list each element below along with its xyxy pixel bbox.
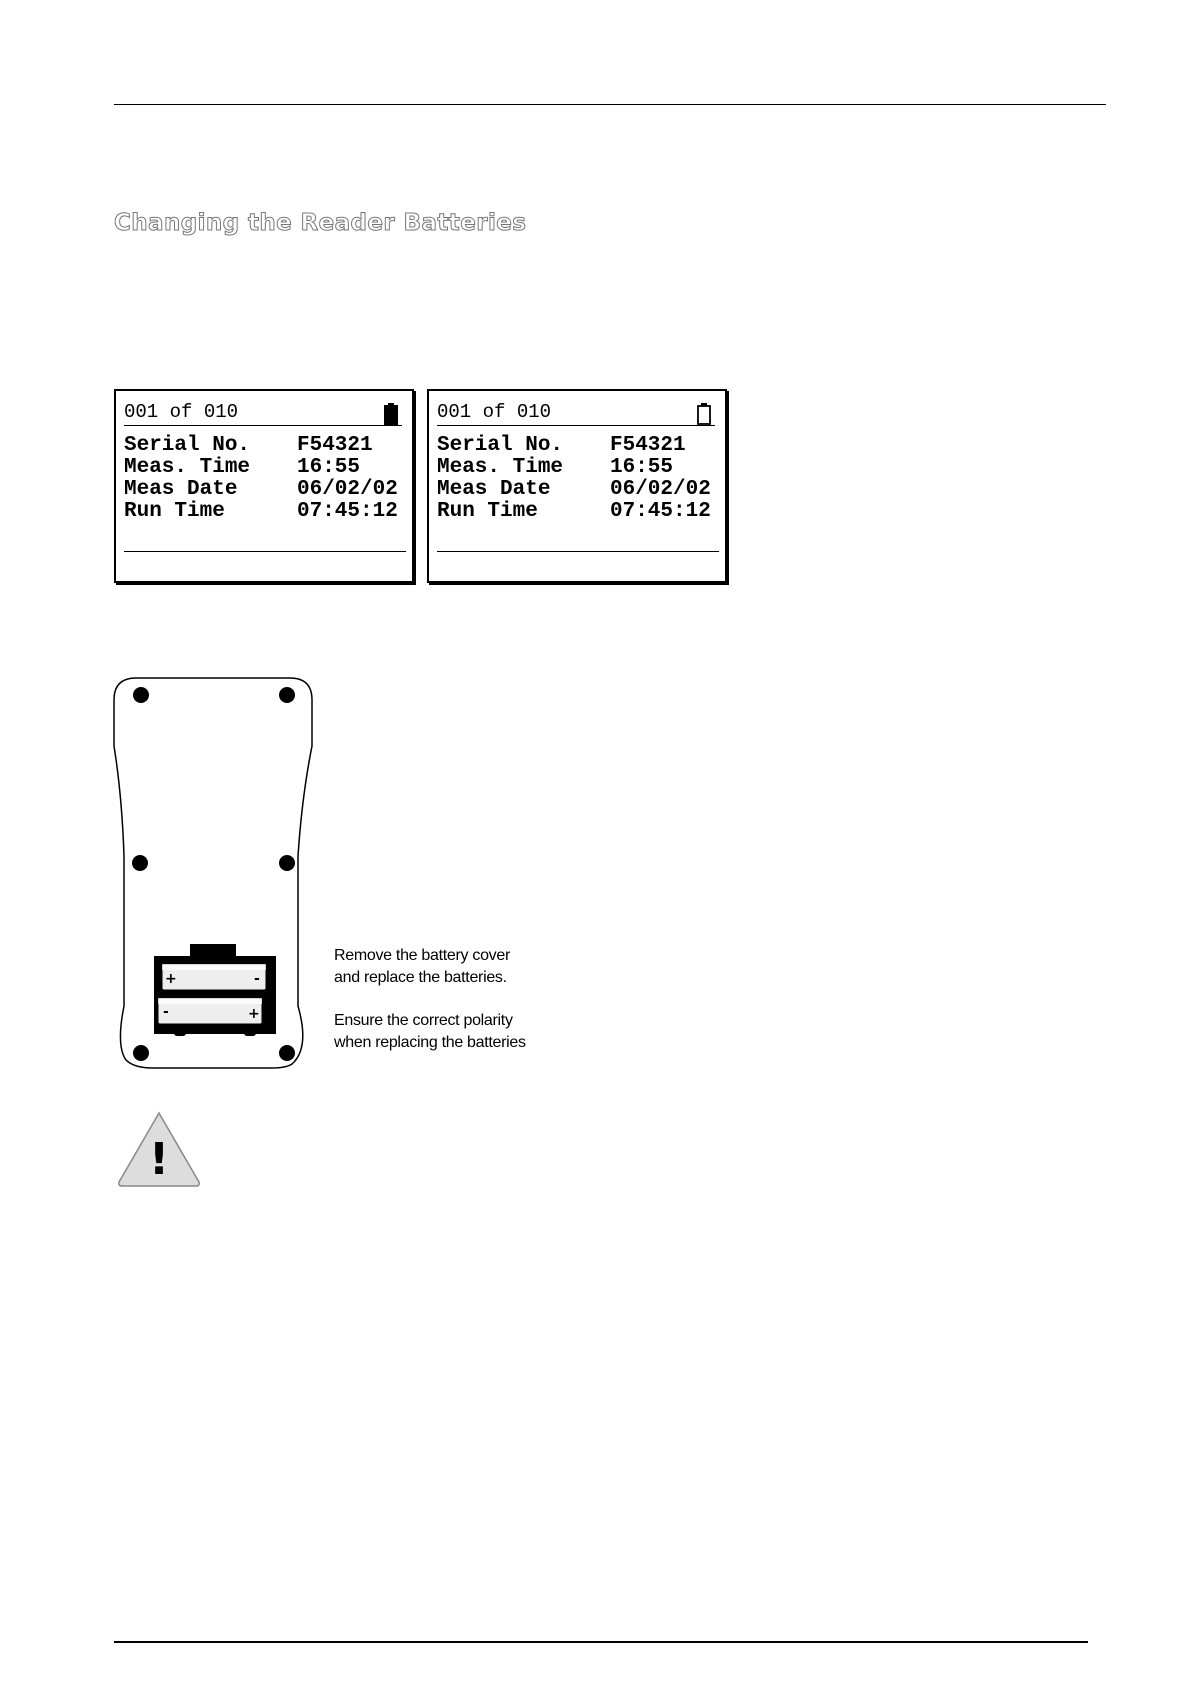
- record-counter: 001 of 010: [124, 401, 239, 423]
- row-label: Meas. Time: [124, 456, 251, 479]
- lcd-header: 001 of 010: [437, 399, 715, 426]
- lcd-data-rows: Serial No. F54321 Meas. Time 16:55 Meas Da…: [437, 435, 719, 523]
- warning-triangle-icon: !: [118, 1111, 200, 1187]
- row-label: Meas Date: [437, 478, 551, 501]
- lcd-screen-full-battery: 001 of 010 Serial No. F54321 Meas. Time 16…: [114, 389, 414, 583]
- lcd-row: Run Time 07:45:12: [437, 501, 719, 523]
- screw-icon: [133, 1045, 149, 1061]
- row-value: 07:45:12: [297, 500, 398, 523]
- screw-icon: [279, 855, 295, 871]
- row-value: F54321: [297, 434, 373, 457]
- screw-icon: [133, 687, 149, 703]
- screw-icon: [279, 687, 295, 703]
- svg-text:!: !: [149, 1134, 169, 1185]
- row-value: 07:45:12: [610, 500, 711, 523]
- screw-icon: [132, 855, 148, 871]
- lcd-data-rows: Serial No. F54321 Meas. Time 16:55 Meas Da…: [124, 435, 406, 523]
- row-label: Meas Date: [124, 478, 238, 501]
- lcd-row: Meas Date 06/02/02: [124, 479, 406, 501]
- lcd-row: Meas. Time 16:55: [124, 457, 406, 479]
- row-value: F54321: [610, 434, 686, 457]
- section-title: Changing the Reader Batteries: [113, 210, 527, 237]
- instruction-line: when replacing the batteries: [334, 1034, 526, 1051]
- instruction-line: Remove the battery cover: [334, 947, 510, 964]
- lcd-footer-line: [124, 551, 406, 552]
- header-rule: [114, 104, 1106, 105]
- svg-text:+: +: [248, 1006, 260, 1022]
- lcd-row: Serial No. F54321: [124, 435, 406, 457]
- lcd-screen-empty-battery: 001 of 010 Serial No. F54321 Meas. Time 16…: [427, 389, 727, 583]
- row-value: 06/02/02: [610, 478, 711, 501]
- battery-empty-icon: [697, 403, 711, 425]
- row-label: Serial No.: [124, 434, 251, 457]
- svg-text:-: -: [254, 971, 260, 987]
- row-value: 16:55: [610, 456, 674, 479]
- lcd-row: Meas Date 06/02/02: [437, 479, 719, 501]
- instruction-line: Ensure the correct polarity: [334, 1012, 513, 1029]
- lcd-row: Meas. Time 16:55: [437, 457, 719, 479]
- screw-icon: [279, 1045, 295, 1061]
- record-counter: 001 of 010: [437, 401, 552, 423]
- footer-rule: [114, 1641, 1088, 1643]
- row-label: Serial No.: [437, 434, 564, 457]
- lcd-row: Serial No. F54321: [437, 435, 719, 457]
- row-value: 16:55: [297, 456, 361, 479]
- instruction-line: and replace the batteries.: [334, 969, 507, 986]
- instruction-remove-cover: Remove the battery cover and replace the…: [334, 945, 510, 989]
- lcd-header: 001 of 010: [124, 399, 402, 426]
- lcd-footer-line: [437, 551, 719, 552]
- svg-text:-: -: [163, 1004, 169, 1020]
- row-label: Meas. Time: [437, 456, 564, 479]
- battery-full-icon: [384, 403, 398, 425]
- lcd-row: Run Time 07:45:12: [124, 501, 406, 523]
- svg-text:+: +: [165, 971, 177, 987]
- reader-back-diagram: + - - +: [113, 677, 313, 1069]
- instruction-polarity: Ensure the correct polarity when replaci…: [334, 1010, 526, 1054]
- row-label: Run Time: [124, 500, 225, 523]
- row-value: 06/02/02: [297, 478, 398, 501]
- row-label: Run Time: [437, 500, 538, 523]
- battery-compartment: + - - +: [154, 944, 276, 1036]
